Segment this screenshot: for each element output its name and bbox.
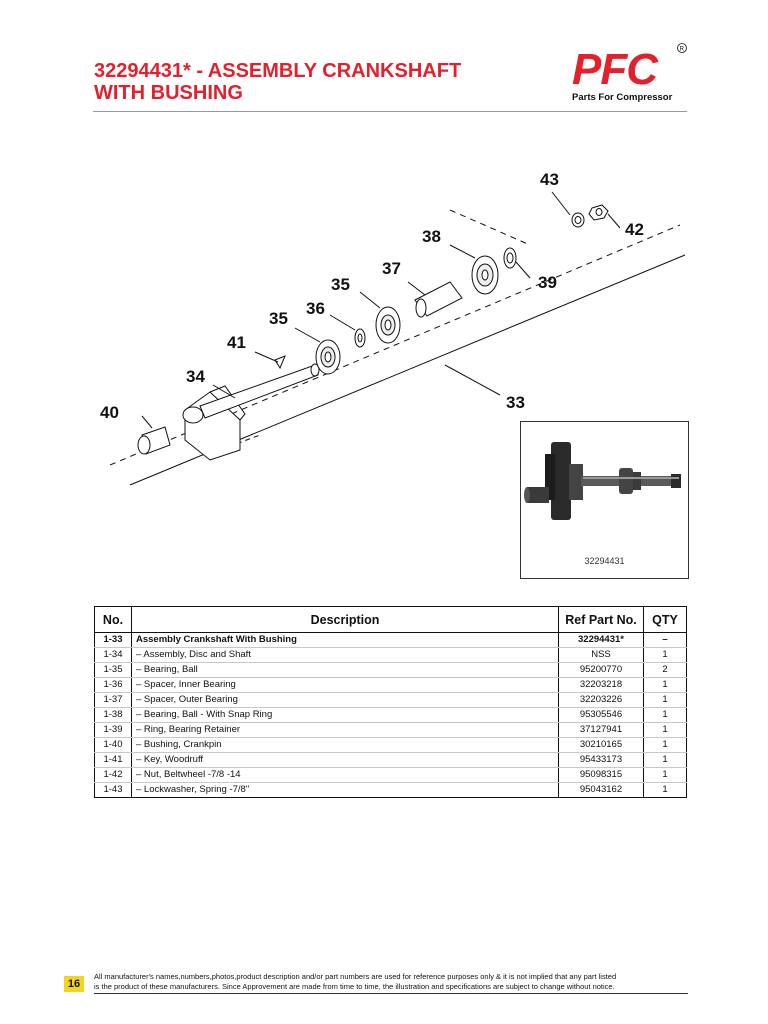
row-no: 1-39 (94, 722, 132, 738)
crankshaft-exploded-view (109, 191, 686, 486)
header-ref: Ref Part No. (558, 606, 644, 633)
row-ref: 95433173 (558, 752, 644, 768)
title-line-1: 32294431* - ASSEMBLY CRANKSHAFT (94, 60, 462, 82)
table-row: 1-34 – Assembly, Disc and Shaft NSS 1 (94, 647, 687, 663)
row-ref: NSS (558, 647, 644, 663)
row-description: – Ring, Bearing Retainer (131, 722, 559, 738)
table-header-row: No. Description Ref Part No. QTY (94, 606, 687, 633)
row-no: 1-40 (94, 737, 132, 753)
callout-36: 36 (306, 299, 325, 318)
row-qty: 1 (643, 677, 687, 693)
callout-39: 39 (538, 273, 557, 292)
exploded-diagram: 43 42 38 39 37 35 36 35 41 34 40 33 (90, 160, 690, 580)
row-no: 1-35 (94, 662, 132, 678)
callout-40: 40 (100, 403, 119, 422)
row-ref: 95098315 (558, 767, 644, 783)
row-description: – Assembly, Disc and Shaft (131, 647, 559, 663)
callout-43: 43 (540, 170, 559, 189)
callout-38: 38 (422, 227, 441, 246)
page-title: 32294431* - ASSEMBLY CRANKSHAFT WITH BUS… (94, 60, 534, 104)
row-qty: 1 (643, 707, 687, 723)
row-ref: 30210165 (558, 737, 644, 753)
footer-line-1: All manufacturer's names,numbers,photos,… (94, 972, 617, 981)
row-ref: 95043162 (558, 782, 644, 798)
row-ref: 32203218 (558, 677, 644, 693)
row-ref: 37127941 (558, 722, 644, 738)
title-line-2: WITH BUSHING (94, 82, 243, 104)
row-no: 1-43 (94, 782, 132, 798)
logo-tagline: Parts For Compressor (572, 92, 673, 103)
row-qty: 1 (643, 752, 687, 768)
header-no: No. (94, 606, 132, 633)
callout-35-upper: 35 (331, 275, 350, 294)
table-row: 1-35 – Bearing, Ball 95200770 2 (94, 662, 687, 678)
row-ref: 95305546 (558, 707, 644, 723)
page-number: 16 (64, 976, 84, 992)
footer-line-2: is the product of these manufacturers. S… (94, 982, 615, 991)
table-row: 1-37 – Spacer, Outer Bearing 32203226 1 (94, 692, 687, 708)
callout-35-lower: 35 (269, 309, 288, 328)
table-row: 1-42 – Nut, Beltwheel -7/8 -14 95098315 … (94, 767, 687, 783)
table-row: 1-38 – Bearing, Ball - With Snap Ring 95… (94, 707, 687, 723)
row-qty: 1 (643, 692, 687, 708)
row-qty: 1 (643, 722, 687, 738)
row-qty: – (643, 632, 687, 648)
svg-text:R: R (680, 46, 685, 52)
footer-divider (94, 993, 688, 994)
header-qty: QTY (643, 606, 687, 633)
row-description: – Lockwasher, Spring -7/8" (131, 782, 559, 798)
table-row: 1-43 – Lockwasher, Spring -7/8" 95043162… (94, 782, 687, 798)
header-description: Description (131, 606, 559, 633)
table-row: 1-39 – Ring, Bearing Retainer 37127941 1 (94, 722, 687, 738)
row-qty: 2 (643, 662, 687, 678)
row-qty: 1 (643, 782, 687, 798)
row-no: 1-37 (94, 692, 132, 708)
table-row: 1-33 Assembly Crankshaft With Bushing 32… (94, 632, 687, 648)
row-no: 1-36 (94, 677, 132, 693)
row-description: – Bearing, Ball - With Snap Ring (131, 707, 559, 723)
row-description: – Bearing, Ball (131, 662, 559, 678)
callout-37: 37 (382, 259, 401, 278)
row-qty: 1 (643, 767, 687, 783)
callout-34: 34 (186, 367, 205, 386)
row-no: 1-33 (94, 632, 132, 648)
pfc-logo-icon: PFC R (572, 43, 687, 92)
row-no: 1-38 (94, 707, 132, 723)
table-row: 1-41 – Key, Woodruff 95433173 1 (94, 752, 687, 768)
crankshaft-photo (524, 442, 681, 520)
row-ref: 32203226 (558, 692, 644, 708)
header-divider (93, 111, 687, 112)
photo-part-number: 32294431 (584, 556, 625, 566)
table-row: 1-36 – Spacer, Inner Bearing 32203218 1 (94, 677, 687, 693)
row-description: – Bushing, Crankpin (131, 737, 559, 753)
row-no: 1-41 (94, 752, 132, 768)
callout-33: 33 (506, 393, 525, 412)
callout-41: 41 (227, 333, 246, 352)
row-qty: 1 (643, 737, 687, 753)
table-row: 1-40 – Bushing, Crankpin 30210165 1 (94, 737, 687, 753)
row-ref: 32294431* (558, 632, 644, 648)
logo-wordmark: PFC (572, 45, 659, 92)
row-no: 1-34 (94, 647, 132, 663)
row-description: – Key, Woodruff (131, 752, 559, 768)
row-description: – Spacer, Outer Bearing (131, 692, 559, 708)
row-description: Assembly Crankshaft With Bushing (131, 632, 559, 648)
row-no: 1-42 (94, 767, 132, 783)
footer-disclaimer: All manufacturer's names,numbers,photos,… (94, 972, 694, 992)
pfc-logo: PFC R Parts For Compressor (570, 42, 690, 106)
row-qty: 1 (643, 647, 687, 663)
row-description: – Spacer, Inner Bearing (131, 677, 559, 693)
row-ref: 95200770 (558, 662, 644, 678)
callout-42: 42 (625, 220, 644, 239)
part-photo-frame: 32294431 (520, 421, 689, 579)
parts-table: No. Description Ref Part No. QTY 1-33 As… (94, 606, 687, 798)
row-description: – Nut, Beltwheel -7/8 -14 (131, 767, 559, 783)
